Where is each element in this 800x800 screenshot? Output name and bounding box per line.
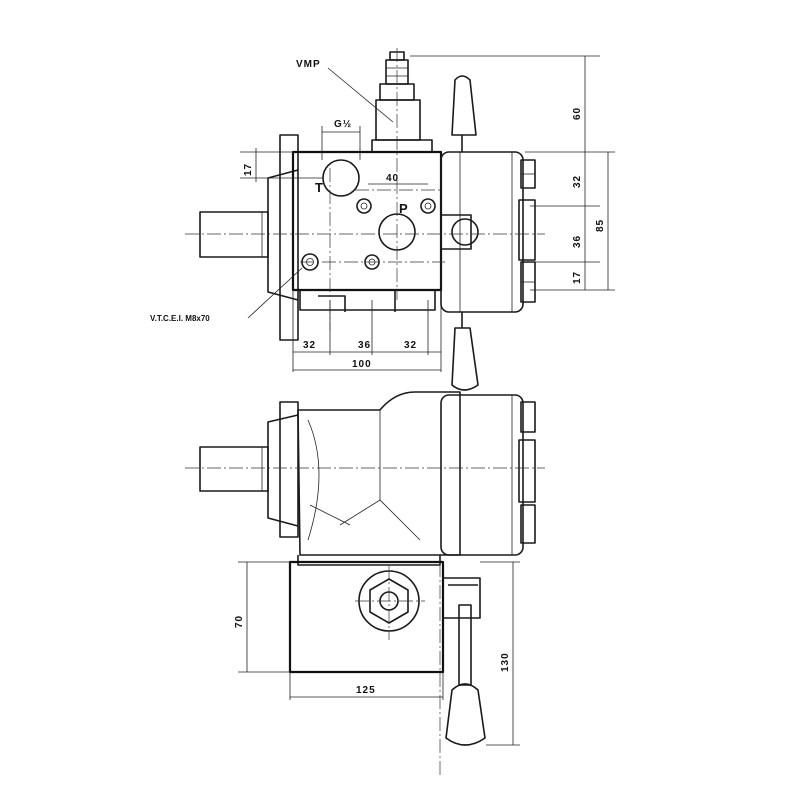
- top-shaft: [199, 211, 269, 258]
- dim-32-right: 32: [572, 175, 583, 188]
- label-port-p: P: [399, 201, 408, 216]
- dim-32-b: 32: [404, 340, 417, 351]
- label-port-t: T: [315, 180, 323, 195]
- label-screw-spec: V.T.C.E.I. M8x70: [150, 314, 210, 323]
- vmp-leader: [327, 67, 394, 123]
- mid-flange: [279, 401, 299, 538]
- top-side-knob: [451, 218, 479, 246]
- top-view-dimensions: [240, 55, 615, 372]
- dim-36-bottom: 36: [358, 340, 371, 351]
- label-vmp: VMP: [296, 59, 321, 70]
- dim-17-left: 17: [243, 163, 254, 176]
- port-t: [322, 159, 360, 197]
- bottom-valve-block: [288, 560, 445, 674]
- dim-32-a: 32: [303, 340, 316, 351]
- vmp-valve-body: [375, 99, 421, 141]
- top-view: [185, 48, 545, 391]
- dim-100: 100: [352, 359, 372, 370]
- dim-40: 40: [386, 173, 399, 184]
- mid-shaft: [199, 446, 269, 492]
- bottom-handle-grip: [445, 683, 486, 746]
- dim-36-right: 36: [572, 235, 583, 248]
- middle-view: [185, 391, 545, 566]
- bottom-view-dimensions: [238, 561, 520, 746]
- dim-85: 85: [595, 219, 606, 232]
- screw-leader: [247, 267, 303, 319]
- label-g-half: G½: [334, 119, 352, 130]
- top-flange: [279, 134, 299, 341]
- bottom-view: [288, 560, 486, 775]
- top-handle-lower: [451, 327, 479, 391]
- dim-17-right: 17: [572, 271, 583, 284]
- dim-130: 130: [500, 652, 511, 672]
- dim-70: 70: [234, 615, 245, 628]
- top-valve-block: [291, 150, 443, 292]
- top-pump-body: [440, 151, 524, 313]
- dim-60: 60: [572, 107, 583, 120]
- dim-125: 125: [356, 685, 376, 696]
- bottom-handle-stem: [458, 604, 472, 686]
- top-handle-upper: [451, 75, 477, 136]
- mid-pump-body: [297, 391, 461, 556]
